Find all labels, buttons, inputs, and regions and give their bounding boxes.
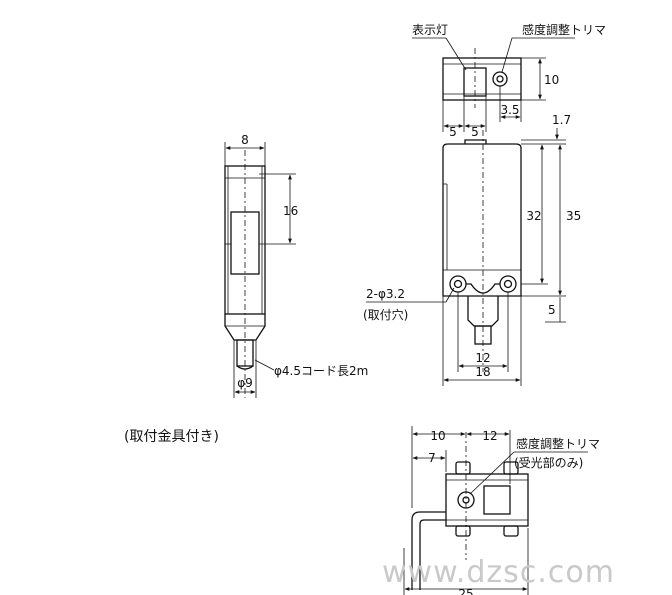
dim-top-mid: 5 — [471, 125, 479, 139]
mounting-hole-label: 2-φ3.2 — [366, 287, 405, 301]
dim-front-total: 35 — [566, 209, 581, 223]
top-view — [412, 37, 575, 132]
dim-br-width: 25 — [458, 587, 473, 595]
dim-top-height: 10 — [544, 73, 559, 87]
dim-side-width: 8 — [241, 133, 249, 147]
cord-label: φ4.5コード長2m — [274, 364, 368, 378]
watermark: www.dzsc.com — [382, 555, 615, 590]
trimmer-label-2: 感度調整トリマ — [516, 436, 600, 451]
dim-front-bottom: 5 — [548, 303, 556, 317]
bracket-view — [403, 426, 588, 595]
dim-side-dia: φ9 — [237, 376, 253, 390]
dim-top-left: 5 — [449, 125, 457, 139]
mounting-hole-note: (取付穴) — [363, 307, 408, 322]
dim-br-offset: 7 — [428, 451, 436, 465]
dim-br-left: 10 — [430, 429, 445, 443]
side-view — [224, 142, 296, 398]
indicator-label: 表示灯 — [412, 23, 448, 37]
dim-front-pitch: 12 — [475, 351, 490, 365]
receiver-only-label: (受光部のみ) — [514, 455, 583, 470]
dim-br-mid: 12 — [482, 429, 497, 443]
dim-top-offset: 3.5 — [500, 103, 519, 117]
front-view — [366, 128, 566, 386]
dim-front-inner: 32 — [526, 209, 541, 223]
dim-front-top: 1.7 — [552, 113, 571, 127]
trimmer-label: 感度調整トリマ — [522, 22, 606, 37]
dim-front-width: 18 — [475, 365, 490, 379]
dim-side-window: 16 — [283, 204, 298, 218]
bracket-caption: (取付金具付き) — [124, 429, 219, 445]
